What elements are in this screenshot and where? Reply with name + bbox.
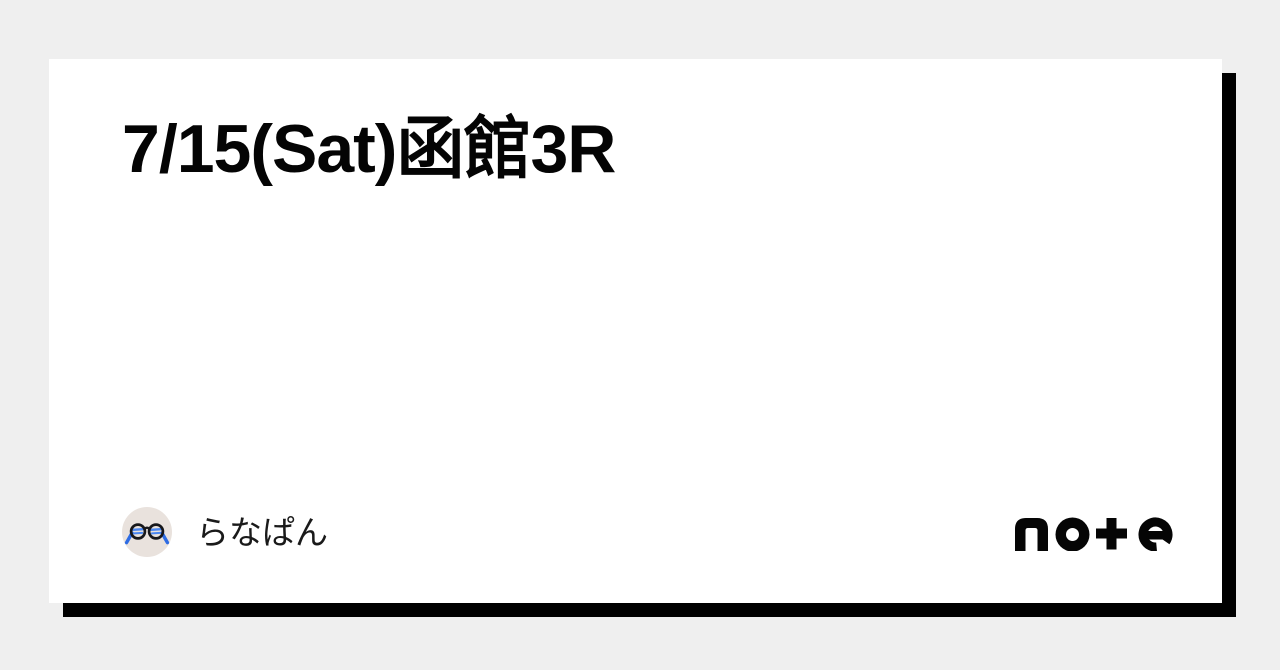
note-share-card: 7/15(Sat)函館3R xyxy=(49,59,1222,603)
author-row: らなぱん xyxy=(122,507,328,557)
avatar xyxy=(122,507,172,557)
glasses-icon xyxy=(124,523,170,545)
author-name: らなぱん xyxy=(196,513,328,551)
note-logo xyxy=(1015,517,1178,551)
article-title: 7/15(Sat)函館3R xyxy=(122,111,616,187)
note-logo-glyphs xyxy=(1015,517,1173,551)
